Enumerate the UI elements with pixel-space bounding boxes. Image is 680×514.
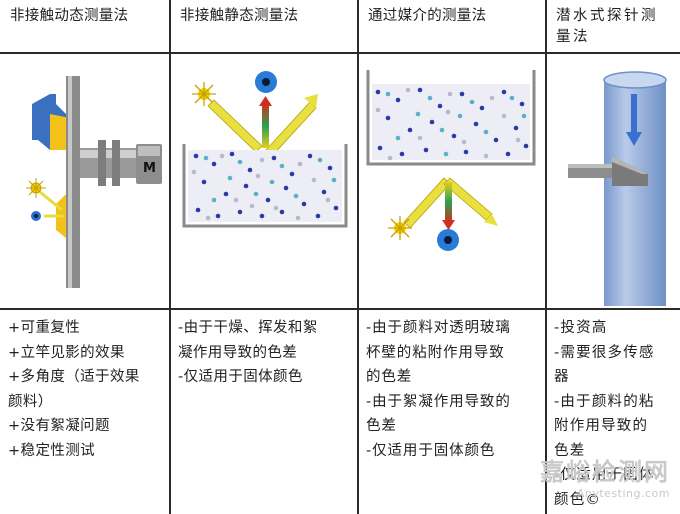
pros-dynamic: +可重复性 +立竿见影的效果 +多角度（适于效果 颜料） +没有絮凝问题 +稳定…	[0, 310, 169, 514]
light-source-icon	[192, 82, 216, 106]
watermark-url: Anytesting.com	[576, 487, 670, 500]
cons-probe: -投资高 -需要很多传感 器 -由于颜料的粘 附作用导致的 色差 -仅适用于固体…	[546, 310, 680, 514]
header-divider	[0, 52, 680, 54]
list-item: +立竿见影的效果	[8, 344, 125, 361]
list-item: 附作用导致的	[554, 418, 649, 434]
list-item: -由于干燥、挥发和絮	[178, 320, 318, 336]
cons-static: -由于干燥、挥发和絮 凝作用导致的色差 -仅适用于固体颜色	[170, 310, 357, 514]
list-item: +稳定性测试	[8, 442, 96, 459]
list-item: -仅适用于固体	[554, 467, 655, 483]
column-divider	[545, 0, 547, 514]
list-item: +可重复性	[8, 320, 81, 336]
cons-medium: -由于颜料对透明玻璃 杯壁的粘附作用导致 的色差 -由于絮凝作用导致的 色差 -…	[358, 310, 545, 514]
column-divider	[357, 0, 359, 514]
list-item: 色差	[554, 442, 586, 459]
column-divider	[169, 0, 171, 514]
list-item: -由于絮凝作用导致的	[366, 393, 511, 410]
illustration-static	[170, 54, 357, 308]
list-item: -仅适用于固体颜色	[178, 369, 303, 385]
list-item: 凝作用导致的色差	[178, 344, 298, 361]
watermark: 嘉峪检测网 Anytesting.com	[540, 452, 670, 500]
header-immersion-probe: 潜水式探针测 量法	[546, 0, 680, 52]
body-divider	[0, 308, 680, 310]
list-item: 的色差	[366, 369, 413, 385]
motor-label: M	[143, 161, 156, 176]
illustration-dynamic: M	[0, 54, 169, 308]
particle-field	[375, 87, 529, 161]
list-item: +没有絮凝问题	[8, 418, 110, 434]
header-dynamic-noncontact: 非接触动态测量法	[0, 0, 169, 52]
list-item: -需要很多传感	[554, 344, 655, 361]
list-item: 色差	[366, 418, 397, 434]
header-text: 非接触静态测量法	[180, 8, 299, 24]
list-item: 颜料）	[8, 393, 53, 410]
list-item: 颜色©	[554, 491, 602, 508]
header-text: 潜水式探针测	[556, 8, 658, 24]
list-item: -投资高	[554, 320, 608, 336]
list-item: -仅适用于固体颜色	[366, 442, 496, 459]
light-source-icon	[388, 216, 412, 240]
header-text: 通过媒介的测量法	[368, 8, 487, 24]
watermark-text: 嘉峪检测网	[540, 458, 670, 486]
header-text: 量法	[556, 29, 590, 45]
header-text: 非接触动态测量法	[10, 8, 129, 24]
list-item: +多角度（适于效果	[8, 369, 140, 385]
illustration-probe	[546, 54, 680, 308]
particle-field	[191, 151, 339, 221]
illustration-medium	[358, 54, 545, 308]
list-item: 杯壁的粘附作用导致	[366, 344, 505, 361]
list-item: -由于颜料对透明玻璃	[366, 320, 511, 336]
list-item: 器	[554, 369, 570, 385]
list-item: -由于颜料的粘	[554, 393, 655, 410]
header-static-noncontact: 非接触静态测量法	[170, 0, 357, 52]
header-medium: 通过媒介的测量法	[358, 0, 545, 52]
